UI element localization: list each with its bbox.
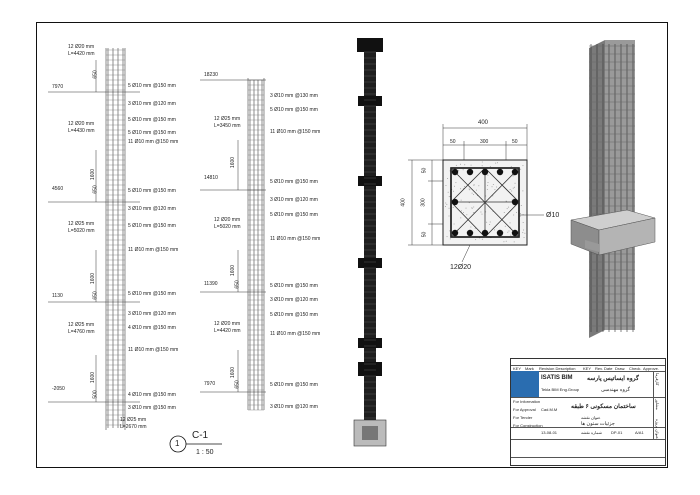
purpose-row: For Information: [513, 399, 540, 404]
rev-header: Draw.: [615, 366, 625, 371]
tie-label: Ø10: [546, 212, 559, 219]
purpose-row: For Tender: [513, 415, 532, 420]
sheet-title-label: عنوان نقشه: [581, 415, 601, 420]
section-dim: 50: [422, 168, 427, 174]
rev-header: Mark: [525, 366, 534, 371]
company-logo: [511, 371, 539, 397]
sheet-no: DP-01: [611, 430, 622, 435]
company-name-en: ISATIS BIM: [541, 375, 573, 381]
date-field: 13-08-01: [541, 430, 557, 435]
group-name-fa: گروه مهندسی: [601, 387, 630, 393]
side-label: مشاور: [655, 399, 660, 410]
rev-header: Approve.: [643, 366, 659, 371]
title-block: ISATIS BIM گروه ایساتیس پارسه Tekla BIM …: [510, 358, 666, 466]
company-name-fa: گروه ایساتیس پارسه: [587, 375, 639, 382]
section-dim: 50: [450, 140, 456, 145]
purpose-row: For Approval: [513, 407, 536, 412]
section-dim: 300: [422, 198, 427, 206]
rev-header: KEY: [583, 366, 591, 371]
rev-header: KEY: [513, 366, 521, 371]
project-title: ساختمان مسکونی ۶ طبقه: [571, 403, 636, 410]
section-dim: 300: [480, 140, 488, 145]
purpose-row: For Construction: [513, 423, 543, 428]
side-label: کارفرما: [655, 373, 660, 386]
joint-3d-view: [565, 40, 665, 340]
cad-field: Cad.M.M: [541, 407, 557, 412]
bar-label: 12Ø20: [450, 264, 471, 271]
revision: A/A1: [635, 430, 644, 435]
group-name-en: Tekla BIM Eng.Group: [541, 387, 579, 392]
rev-header: Check.: [629, 366, 641, 371]
section-dim-overall: 400: [478, 120, 488, 126]
sheet-title: جزئیات ستون ها: [581, 421, 615, 427]
sheet-no-label: شماره نقشه: [581, 430, 602, 435]
section-dim: 50: [422, 232, 427, 238]
section-dim: 400: [402, 198, 407, 206]
rev-header: Rev. Date: [595, 366, 613, 371]
rev-header: Revision Description: [539, 366, 575, 371]
side-label: عنوان پروژه: [655, 419, 660, 439]
section-dim: 50: [512, 140, 518, 145]
